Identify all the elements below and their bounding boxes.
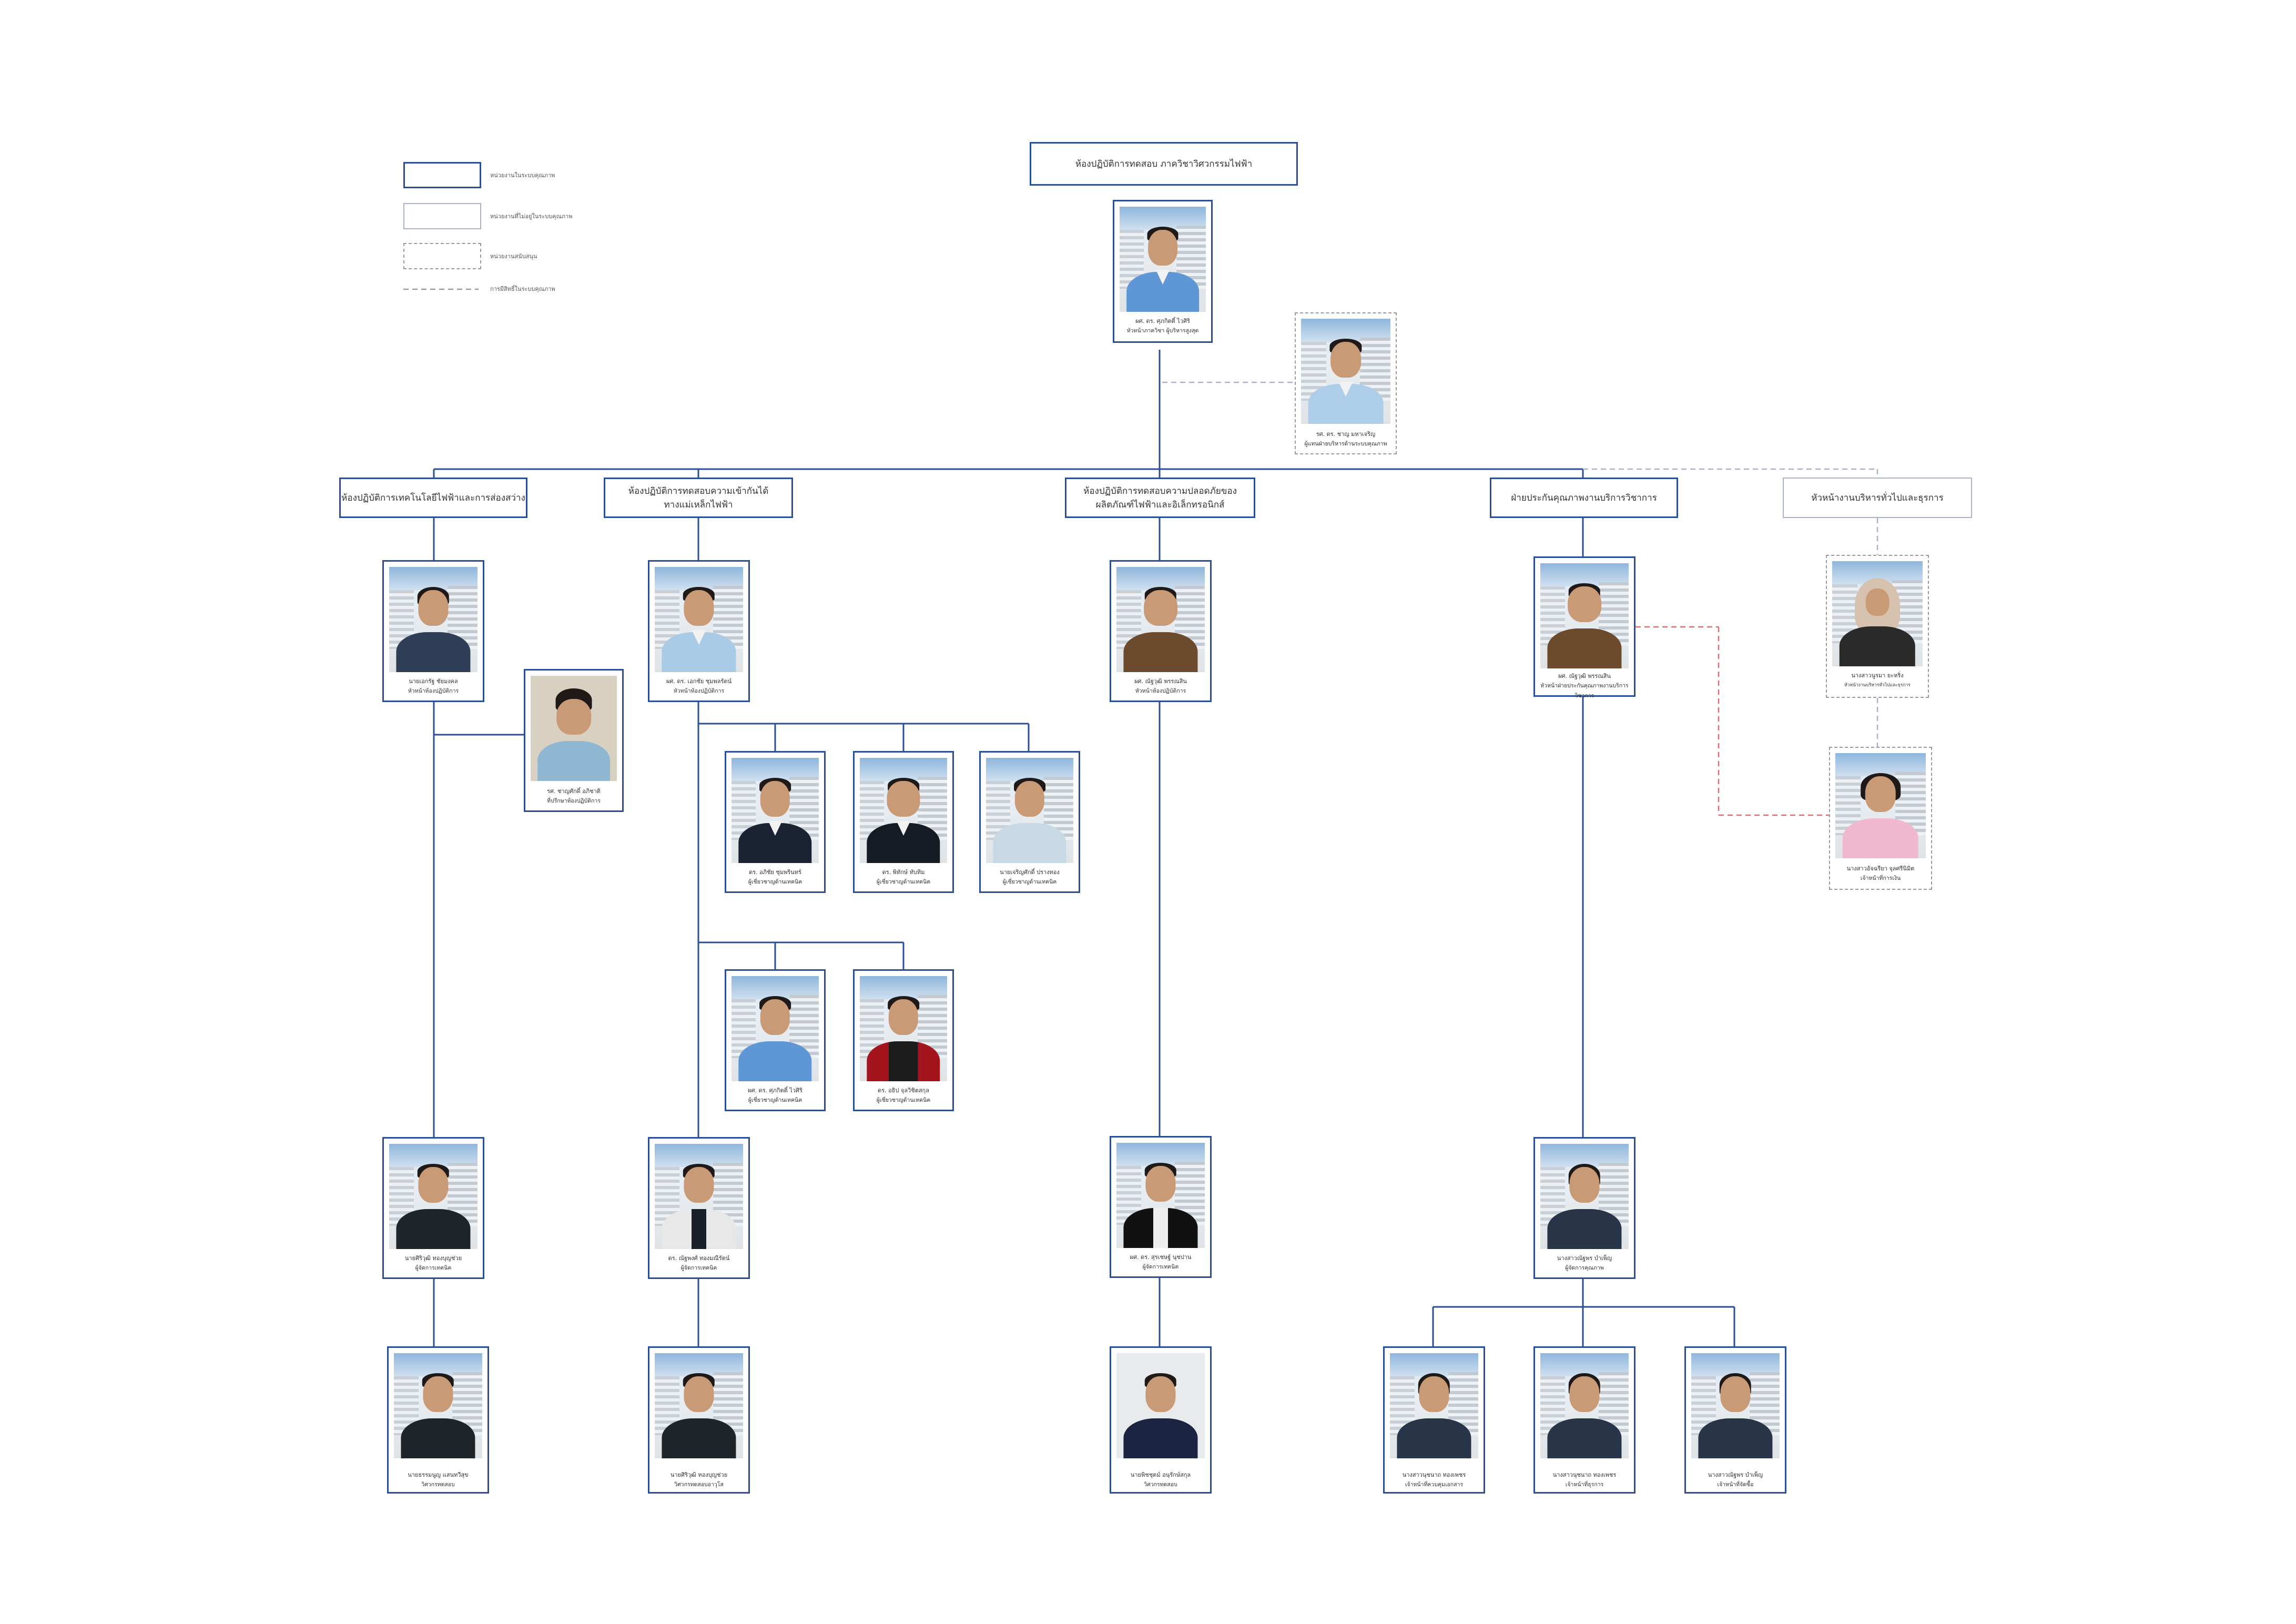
- quality-representative-photo: [1301, 319, 1390, 424]
- quality-representative-card: รศ. ดร. ชาญ มหาเจริญผู้แทนฝ่ายบริหารด้าน…: [1295, 312, 1397, 454]
- lab2-engineer-card: ดร. ณัฐพงศ์ ทองมณีรัตน์ผู้จัดการเทคนิค: [648, 1137, 750, 1279]
- qa-staff-1-card: นางสาวนุชนาถ ทองเพชรเจ้าหน้าที่ควบคุมเอก…: [1383, 1346, 1485, 1494]
- dept-safety-lab: ห้องปฏิบัติการทดสอบความปลอดภัยของผลิตภัณ…: [1065, 478, 1255, 518]
- qa-manager-role: ผู้จัดการคุณภาพ: [1565, 1265, 1604, 1271]
- legend-label-nonquality: หน่วยงานที่ไม่อยู่ในระบบคุณภาพ: [490, 213, 573, 220]
- legend-swatch-quality: [403, 162, 481, 188]
- qa-manager-name: นางสาวณัฐพร บำเพ็ญ: [1557, 1255, 1612, 1262]
- lab2-expert-5-role: ผู้เชี่ยวชาญด้านเทคนิค: [876, 1097, 931, 1103]
- lab3-engineer-card: ผศ. ดร. สุรเชษฐ์ นุชปานผู้จัดการเทคนิค: [1110, 1136, 1212, 1278]
- lab2-expert-1-role: ผู้เชี่ยวชาญด้านเทคนิค: [748, 879, 802, 885]
- quality-representative-role: ผู้แทนฝ่ายบริหารด้านระบบคุณภาพ: [1304, 441, 1387, 447]
- lab2-technician-role: วิศวกรทดสอบอาวุโส: [674, 1481, 724, 1488]
- lab1-advisor-name: รศ. ชาญศักดิ์ อภิชาติ: [547, 788, 601, 795]
- lab2-expert-3-card: นายเจริญศักดิ์ ปรางทองผู้เชี่ยวชาญด้านเท…: [979, 751, 1080, 893]
- qa-head-role: หัวหน้าฝ่ายประกันคุณภาพงานบริการวิชาการ: [1540, 683, 1629, 699]
- qa-staff-1-role: เจ้าหน้าที่ควบคุมเอกสาร: [1405, 1481, 1464, 1488]
- org-chart-title: ห้องปฏิบัติการทดสอบ ภาควิชาวิศวกรรมไฟฟ้า: [1030, 142, 1298, 186]
- director-role: หัวหน้าภาควิชา ผู้บริหารสูงสุด: [1126, 328, 1199, 334]
- lab2-expert-3-name: นายเจริญศักดิ์ ปรางทอง: [1000, 869, 1060, 876]
- lab2-engineer-name: ดร. ณัฐพงศ์ ทองมณีรัตน์: [668, 1255, 730, 1262]
- legend-label-quality-rights: การมีสิทธิ์ในระบบคุณภาพ: [490, 286, 555, 292]
- qa-staff-3-name: นางสาวณัฐพร บำเพ็ญ: [1708, 1471, 1763, 1478]
- lab2-expert-5-card: ดร. อธิป จุลวิชิตสกุลผู้เชี่ยวชาญด้านเทค…: [853, 969, 954, 1111]
- qa-staff-2-role: เจ้าหน้าที่ธุรการ: [1565, 1481, 1604, 1488]
- lab3-head-card: ผศ. ณัฐวุฒิ พรรณสินหัวหน้าห้องปฏิบัติการ: [1110, 560, 1212, 702]
- lab2-head-name: ผศ. ดร. เอกชัย ชุมพลรัตน์: [666, 678, 732, 685]
- dept-lighting-lab: ห้องปฏิบัติการเทคโนโลยีไฟฟ้าและการส่องสว…: [339, 478, 527, 518]
- lab2-expert-2-name: ดร. พิทักษ์ ทับทิม: [882, 869, 925, 876]
- lab1-technician-role: วิศวกรทดสอบ: [421, 1481, 455, 1488]
- lab2-expert-5-name: ดร. อธิป จุลวิชิตสกุล: [878, 1087, 929, 1094]
- lab3-head-role: หัวหน้าห้องปฏิบัติการ: [1135, 688, 1186, 694]
- qa-staff-2-name: นางสาวนุชนาถ ทองเพชร: [1552, 1471, 1617, 1478]
- legend-label-quality: หน่วยงานในระบบคุณภาพ: [490, 172, 555, 179]
- lab1-technician-card: นายธรรมนูญ แสนทวีสุขวิศวกรทดสอบ: [387, 1346, 489, 1494]
- qa-staff-2-card: นางสาวนุชนาถ ทองเพชรเจ้าหน้าที่ธุรการ: [1533, 1346, 1635, 1494]
- lab2-head-card: ผศ. ดร. เอกชัย ชุมพลรัตน์หัวหน้าห้องปฏิบ…: [648, 560, 750, 702]
- quality-representative-name: รศ. ดร. ชาญ มหาเจริญ: [1316, 431, 1376, 438]
- lab2-head-role: หัวหน้าห้องปฏิบัติการ: [673, 688, 725, 694]
- lab2-expert-4-card: ผศ. ดร. ศุภกิตติ์ ไวศิริผู้เชี่ยวชาญด้าน…: [725, 969, 826, 1111]
- admin-head-role: หัวหน้างานบริหารทั่วไปและธุรการ: [1844, 683, 1911, 688]
- qa-staff-1-name: นางสาวนุชนาถ ทองเพชร: [1402, 1471, 1466, 1478]
- lab3-engineer-name: ผศ. ดร. สุรเชษฐ์ นุชปาน: [1130, 1254, 1192, 1261]
- lab3-technician-card: นายพิชชุตม์ อนุรักษ์สกุลวิศวกรทดสอบ: [1110, 1346, 1212, 1494]
- lab2-expert-3-role: ผู้เชี่ยวชาญด้านเทคนิค: [1002, 879, 1057, 885]
- legend-swatch-nonquality: [403, 203, 481, 229]
- admin-staff-role: เจ้าหน้าที่การเงิน: [1860, 875, 1901, 881]
- dept-general-admin: หัวหน้างานบริหารทั่วไปและธุรการ: [1783, 478, 1972, 518]
- lab2-expert-4-name: ผศ. ดร. ศุภกิตติ์ ไวศิริ: [748, 1087, 802, 1094]
- qa-staff-3-role: เจ้าหน้าที่จัดซื้อ: [1717, 1481, 1754, 1488]
- lab1-engineer-card: นายศิริวุฒิ ทองบุญช่วยผู้จัดการเทคนิค: [382, 1137, 484, 1279]
- lab3-technician-name: นายพิชชุตม์ อนุรักษ์สกุล: [1130, 1471, 1191, 1478]
- qa-staff-3-card: นางสาวณัฐพร บำเพ็ญเจ้าหน้าที่จัดซื้อ: [1684, 1346, 1786, 1494]
- lab2-expert-1-name: ดร. อภิชัย ชุมพรินทร์: [749, 869, 801, 876]
- legend-swatch-support: [403, 243, 481, 269]
- lab1-technician-name: นายธรรมนูญ แสนทวีสุข: [408, 1471, 469, 1478]
- qa-manager-card: นางสาวณัฐพร บำเพ็ญผู้จัดการคุณภาพ: [1533, 1137, 1635, 1279]
- lab3-engineer-role: ผู้จัดการเทคนิค: [1142, 1264, 1179, 1270]
- lab1-head-role: หัวหน้าห้องปฏิบัติการ: [408, 688, 459, 694]
- lab2-engineer-role: ผู้จัดการเทคนิค: [680, 1265, 717, 1271]
- admin-head-name: นางสาวนูรมา ยะหริ่ง: [1851, 672, 1904, 679]
- dept-quality-assurance: ฝ่ายประกันคุณภาพงานบริการวิชาการ: [1490, 478, 1678, 518]
- lab2-expert-1-card: ดร. อภิชัย ชุมพรินทร์ผู้เชี่ยวชาญด้านเทค…: [725, 751, 826, 893]
- lab2-expert-2-card: ดร. พิทักษ์ ทับทิมผู้เชี่ยวชาญด้านเทคนิค: [853, 751, 954, 893]
- director-card: ผศ. ดร. ศุภกิตติ์ ไวศิริหัวหน้าภาควิชา ผ…: [1113, 200, 1213, 343]
- lab1-engineer-name: นายศิริวุฒิ ทองบุญช่วย: [404, 1255, 462, 1262]
- qa-head-card: ผศ. ณัฐวุฒิ พรรณสินหัวหน้าฝ่ายประกันคุณภ…: [1533, 556, 1635, 699]
- lab3-technician-role: วิศวกรทดสอบ: [1144, 1481, 1177, 1488]
- lab3-head-name: ผศ. ณัฐวุฒิ พรรณสิน: [1134, 678, 1187, 685]
- legend-label-support: หน่วยงานสนับสนุน: [490, 253, 537, 260]
- lab1-advisor-card: รศ. ชาญศักดิ์ อภิชาติที่ปรึกษาห้องปฏิบัต…: [524, 669, 624, 812]
- dept-emc-lab: ห้องปฏิบัติการทดสอบความเข้ากันได้ทางแม่เ…: [604, 478, 793, 518]
- admin-staff-card: นางสาวอัจฉรียา จุลศรีนิมิตเจ้าหน้าที่การ…: [1829, 747, 1932, 890]
- lab2-expert-4-role: ผู้เชี่ยวชาญด้านเทคนิค: [748, 1097, 802, 1103]
- lab2-expert-2-role: ผู้เชี่ยวชาญด้านเทคนิค: [876, 879, 931, 885]
- lab1-head-name: นายเอกรัฐ ชัยมงคล: [409, 678, 458, 685]
- lab2-technician-card: นายศิริวุฒิ ทองบุญช่วยวิศวกรทดสอบอาวุโส: [648, 1346, 750, 1494]
- admin-staff-name: นางสาวอัจฉรียา จุลศรีนิมิต: [1846, 865, 1915, 872]
- director-photo: [1120, 207, 1206, 312]
- lab1-engineer-role: ผู้จัดการเทคนิค: [415, 1265, 452, 1271]
- lab1-head-card: นายเอกรัฐ ชัยมงคลหัวหน้าห้องปฏิบัติการ: [382, 560, 484, 702]
- admin-head-card: นางสาวนูรมา ยะหริ่งหัวหน้างานบริหารทั่วไ…: [1826, 555, 1929, 698]
- qa-head-name: ผศ. ณัฐวุฒิ พรรณสิน: [1558, 673, 1611, 679]
- director-name: ผศ. ดร. ศุภกิตติ์ ไวศิริ: [1135, 318, 1190, 324]
- lab1-advisor-role: ที่ปรึกษาห้องปฏิบัติการ: [547, 798, 601, 804]
- lab2-technician-name: นายศิริวุฒิ ทองบุญช่วย: [670, 1471, 728, 1478]
